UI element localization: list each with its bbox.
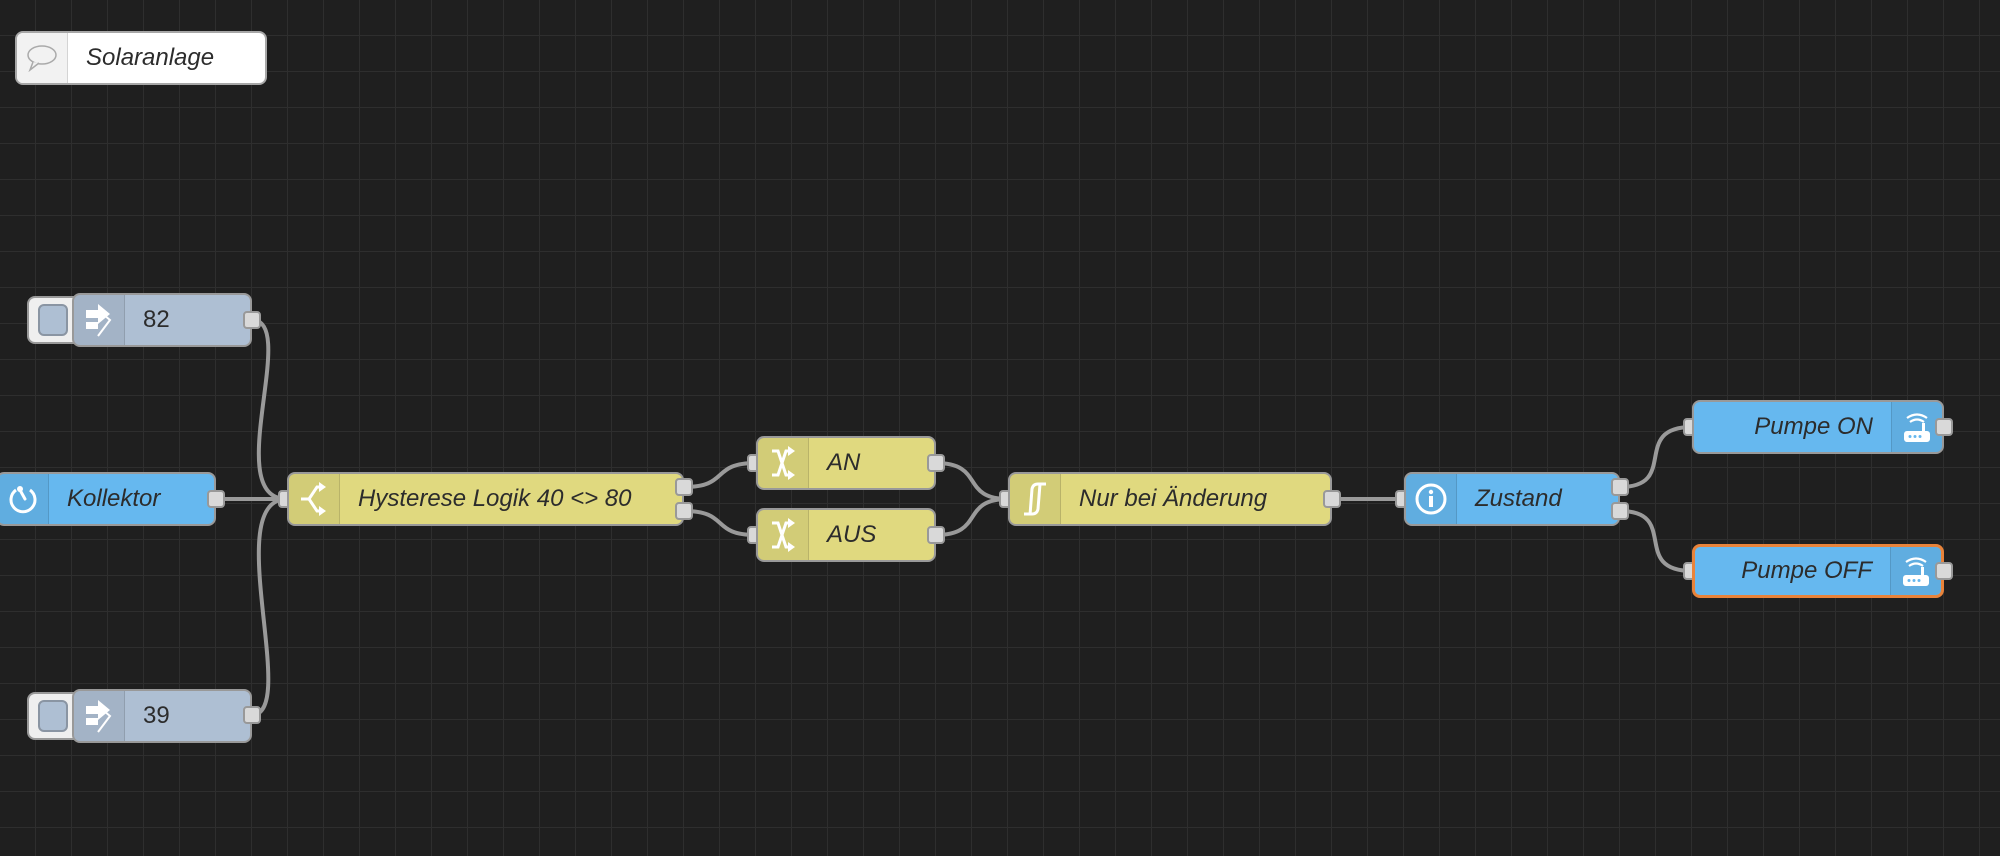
change-node-an[interactable]: AN <box>756 436 936 490</box>
an-label: AN <box>827 449 861 476</box>
output-port-hysterese-1[interactable] <box>675 478 693 496</box>
inject-label-82: 82 <box>143 306 170 333</box>
filter-icon-box <box>1010 474 1061 524</box>
filter-icon <box>1024 482 1046 516</box>
inject-button-face <box>38 700 68 732</box>
comment-node-solaranlage[interactable]: Solaranlage <box>15 31 267 85</box>
wire-hysterese-an[interactable] <box>683 461 757 489</box>
output-port-zustand-1[interactable] <box>1611 478 1629 496</box>
an-icon-box <box>758 438 809 488</box>
aus-label: AUS <box>827 521 877 548</box>
inject-node-39[interactable]: 39 <box>72 689 252 743</box>
hysterese-label: Hysterese Logik 40 <> 80 <box>358 485 632 512</box>
pumpe-on-icon-box <box>1891 402 1942 452</box>
zustand-icon-box <box>1406 474 1457 524</box>
filter-node-nur-bei-aenderung[interactable]: Nur bei Änderung <box>1008 472 1332 526</box>
router-icon <box>1904 413 1930 442</box>
router-icon <box>1903 557 1929 586</box>
output-port-aus[interactable] <box>927 526 945 544</box>
inject-icon-box <box>74 295 125 345</box>
pumpe-on-label: Pumpe ON <box>1754 413 1873 440</box>
arrow-right-icon <box>86 700 112 733</box>
pumpe-off-label: Pumpe OFF <box>1741 557 1872 584</box>
switch-node-hysterese[interactable]: Hysterese Logik 40 <> 80 <box>287 472 684 526</box>
inject-node-82[interactable]: 82 <box>72 293 252 347</box>
info-node-zustand[interactable]: Zustand <box>1404 472 1620 526</box>
inject-icon-box <box>74 691 125 741</box>
kollektor-label: Kollektor <box>67 485 161 512</box>
output-port-inject-39[interactable] <box>243 706 261 724</box>
wire-inject82-hysterese[interactable] <box>251 318 288 501</box>
arrow-right-icon <box>86 304 112 337</box>
wire-zustand-pumpe-off[interactable] <box>1619 509 1693 573</box>
output-port-inject-82[interactable] <box>243 311 261 329</box>
wire-an-filter[interactable] <box>935 461 1009 501</box>
wire-zustand-pumpe-on[interactable] <box>1619 425 1693 489</box>
comment-icon-box <box>17 33 68 83</box>
output-port-an[interactable] <box>927 454 945 472</box>
speech-bubble-icon <box>27 45 57 72</box>
shuffle-icon <box>772 518 795 552</box>
filter-label: Nur bei Änderung <box>1079 485 1268 512</box>
hysterese-icon-box <box>289 474 340 524</box>
info-icon <box>1415 483 1447 515</box>
inject-button-39[interactable] <box>27 692 79 740</box>
output-port-hysterese-2[interactable] <box>675 502 693 520</box>
output-node-pumpe-off[interactable]: Pumpe OFF <box>1692 544 1944 598</box>
wire-aus-filter[interactable] <box>935 497 1009 537</box>
inject-label-39: 39 <box>143 702 170 729</box>
output-port-filter[interactable] <box>1323 490 1341 508</box>
inject-button-face <box>38 304 68 336</box>
aus-icon-box <box>758 510 809 560</box>
zustand-label: Zustand <box>1475 485 1562 512</box>
wire-hysterese-aus[interactable] <box>683 509 757 537</box>
output-port-pumpe-off[interactable] <box>1935 562 1953 580</box>
switch-icon <box>301 482 326 516</box>
output-port-pumpe-on[interactable] <box>1935 418 1953 436</box>
change-node-aus[interactable]: AUS <box>756 508 936 562</box>
input-node-kollektor[interactable]: Kollektor <box>0 472 216 526</box>
kollektor-icon-box <box>0 474 49 524</box>
output-port-zustand-2[interactable] <box>1611 502 1629 520</box>
pumpe-off-icon-box <box>1890 547 1941 595</box>
comment-label: Solaranlage <box>86 44 215 71</box>
wire-inject39-hysterese[interactable] <box>251 497 288 717</box>
shuffle-icon <box>772 446 795 480</box>
output-node-pumpe-on[interactable]: Pumpe ON <box>1692 400 1944 454</box>
output-port-kollektor[interactable] <box>207 490 225 508</box>
gauge-icon <box>9 486 37 514</box>
